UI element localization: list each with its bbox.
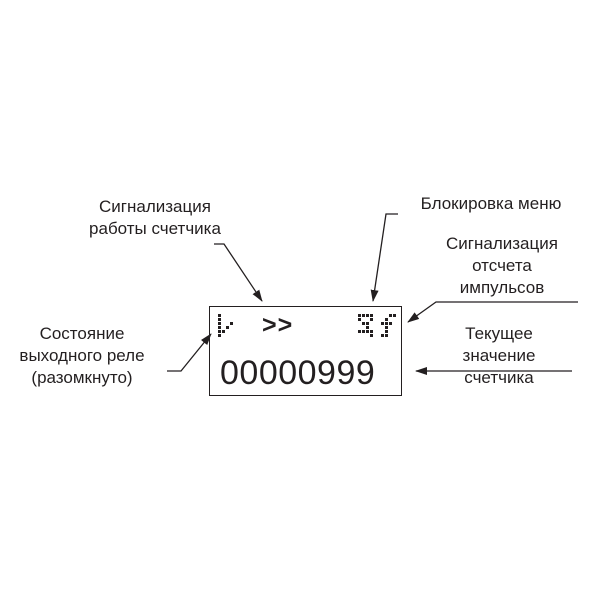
label-menu-lock-line1: Блокировка меню: [420, 194, 562, 213]
relay-open-icon: [218, 314, 233, 337]
label-pulse-signal-line2: отсчета: [472, 256, 532, 275]
label-relay-state-line3: (разомкнуто): [31, 368, 133, 387]
label-relay-state: Состояние выходного реле (разомкнуто): [0, 323, 164, 389]
label-current-value-line3: счетчика: [464, 368, 534, 387]
label-operation-signal-line1: Сигнализация: [99, 197, 211, 216]
arrow-operation-signal: [214, 243, 263, 302]
label-relay-state-line2: выходного реле: [19, 346, 145, 365]
label-operation-signal: Сигнализация работы счетчика: [66, 196, 244, 240]
label-menu-lock: Блокировка меню: [396, 193, 586, 215]
label-pulse-signal-line1: Сигнализация: [446, 234, 558, 253]
menu-lock-icon: [358, 314, 373, 337]
label-current-value: Текущее значение счетчика: [440, 323, 558, 389]
arrow-pulse-signal: [407, 301, 578, 323]
arrow-relay-state: [167, 333, 212, 372]
label-current-value-line1: Текущее: [465, 324, 533, 343]
lcd-display: >>: [209, 306, 402, 396]
label-operation-signal-line2: работы счетчика: [89, 219, 221, 238]
label-pulse-signal-line3: импульсов: [459, 278, 545, 297]
label-pulse-signal: Сигнализация отсчета импульсов: [420, 233, 584, 299]
counter-value: 00000999: [220, 354, 376, 392]
run-arrows: >>: [262, 311, 294, 339]
label-relay-state-line1: Состояние: [39, 324, 125, 343]
arrow-menu-lock: [370, 213, 398, 302]
pulse-count-icon: [381, 314, 396, 337]
label-current-value-line2: значение: [462, 346, 536, 365]
